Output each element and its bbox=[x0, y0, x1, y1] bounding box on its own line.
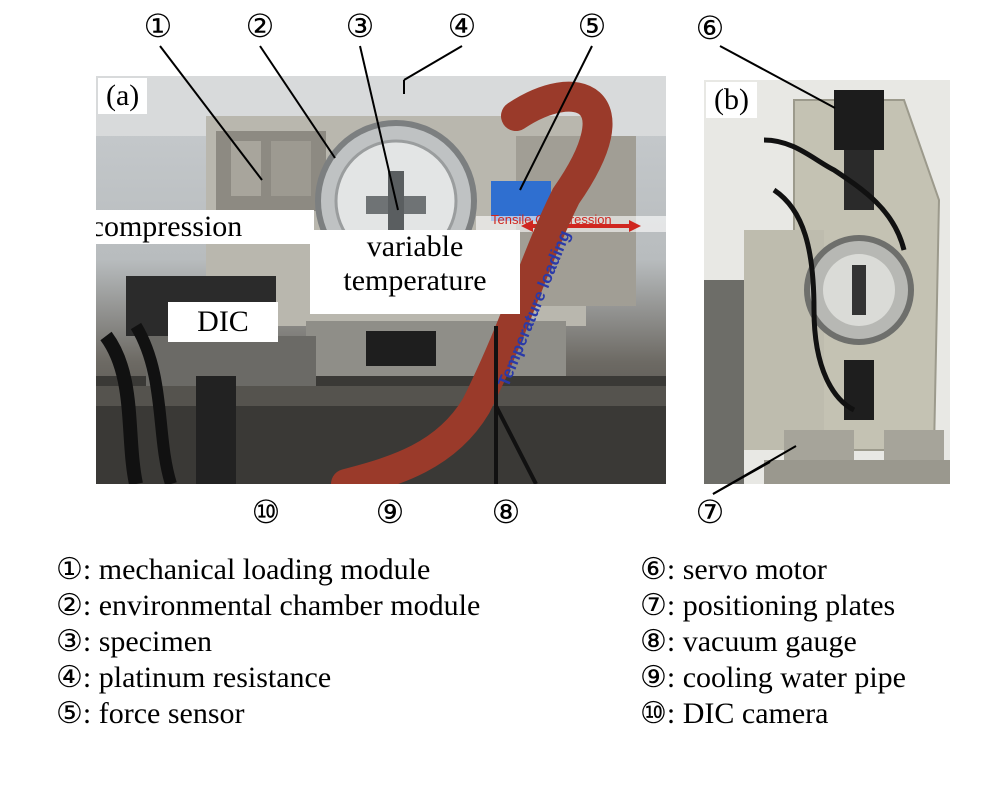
marker-1: ① bbox=[143, 8, 173, 44]
callout-variable: variable bbox=[366, 230, 464, 263]
legend-item-2: ②: environmental chamber module bbox=[56, 589, 481, 622]
marker-7: ⑦ bbox=[695, 494, 725, 530]
marker-3: ③ bbox=[345, 8, 375, 44]
leader-2 bbox=[259, 45, 336, 159]
marker-6: ⑥ bbox=[695, 10, 725, 46]
panel-label-a: (a) bbox=[98, 78, 148, 114]
legend-item-5: ⑤: force sensor bbox=[56, 697, 245, 730]
leader-3 bbox=[359, 45, 399, 211]
marker-8: ⑧ bbox=[491, 494, 521, 530]
panel-label-b: (b) bbox=[706, 82, 757, 118]
callout-variable-temperature: variable temperature bbox=[310, 230, 520, 314]
marker-2: ② bbox=[245, 8, 275, 44]
legend-right: ⑥: servo motor ⑦: positioning plates ⑧: … bbox=[640, 552, 906, 732]
legend-item-9: ⑨: cooling water pipe bbox=[640, 661, 906, 694]
legend-item-3: ③: specimen bbox=[56, 625, 213, 658]
callout-temperature: temperature bbox=[343, 264, 487, 297]
leader-6 bbox=[719, 45, 836, 109]
positioning-plate-right bbox=[884, 430, 944, 460]
marker-9: ⑨ bbox=[375, 494, 405, 530]
servo-motor bbox=[834, 90, 884, 150]
legend-item-10: ⑩: DIC camera bbox=[640, 697, 829, 730]
leader-7b bbox=[712, 445, 797, 495]
marker-5: ⑤ bbox=[577, 8, 607, 44]
leader-5 bbox=[519, 45, 593, 191]
leader-4a bbox=[403, 45, 463, 81]
photo-panel-b: (b) bbox=[704, 80, 950, 484]
leader-1 bbox=[159, 45, 263, 181]
positioning-plate-left bbox=[784, 430, 854, 460]
legend-item-7: ⑦: positioning plates bbox=[640, 589, 896, 622]
legend-item-8: ⑧: vacuum gauge bbox=[640, 625, 857, 658]
legend-left: ①: mechanical loading module ②: environm… bbox=[56, 552, 480, 732]
legend-item-1: ①: mechanical loading module bbox=[56, 553, 431, 586]
legend-item-4: ④: platinum resistance bbox=[56, 661, 332, 694]
cooling-water-pipe bbox=[331, 81, 613, 484]
callout-dic: DIC bbox=[168, 302, 278, 342]
setup-illustration-b bbox=[704, 80, 950, 484]
marker-4: ④ bbox=[447, 8, 477, 44]
callout-tensile-compression: tensile/compression bbox=[96, 210, 314, 244]
marker-10: ⑩ bbox=[251, 494, 281, 530]
legend-item-6: ⑥: servo motor bbox=[640, 553, 827, 586]
